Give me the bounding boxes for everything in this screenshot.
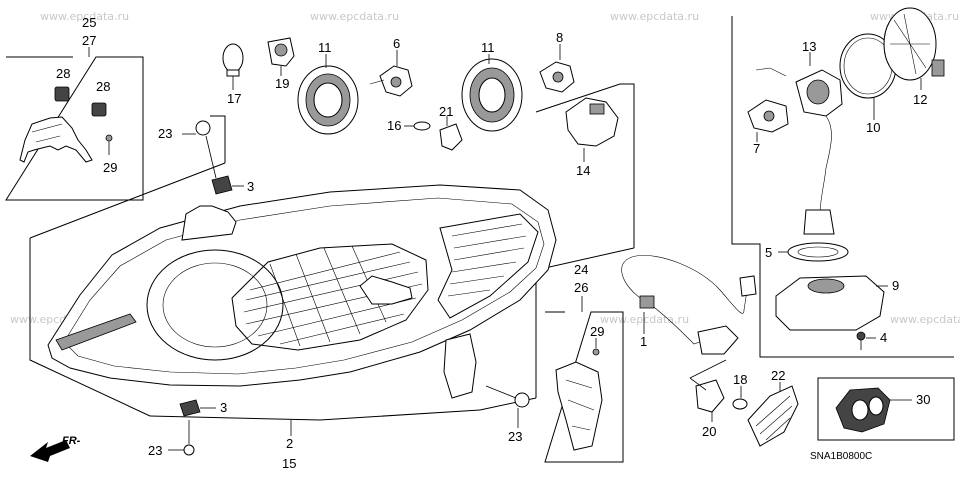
side-socket-20 bbox=[695, 379, 725, 422]
callout-20: 20 bbox=[702, 424, 716, 439]
callout-23: 23 bbox=[148, 443, 162, 458]
callout-6: 6 bbox=[393, 36, 400, 51]
callout-26: 26 bbox=[574, 280, 588, 295]
dust-cover-11b bbox=[461, 54, 523, 132]
bulb-6 bbox=[369, 50, 413, 97]
callout-24: 24 bbox=[574, 262, 588, 277]
callout-25: 25 bbox=[82, 15, 96, 30]
ballast-9 bbox=[775, 275, 888, 331]
callout-16: 16 bbox=[387, 118, 401, 133]
callout-28: 28 bbox=[96, 79, 110, 94]
callout-29: 29 bbox=[590, 324, 604, 339]
bracket-kit-2-part bbox=[555, 338, 603, 451]
clip-3b bbox=[179, 399, 216, 417]
side-marker-22 bbox=[747, 382, 799, 447]
bracket-kit-box bbox=[5, 47, 144, 201]
callout-15: 15 bbox=[282, 456, 296, 471]
part-30-box bbox=[817, 377, 955, 441]
callout-11: 11 bbox=[318, 40, 332, 55]
callout-4: 4 bbox=[880, 330, 887, 345]
callout-14: 14 bbox=[576, 163, 590, 178]
clip-28b bbox=[91, 102, 107, 117]
callout-7: 7 bbox=[753, 141, 760, 156]
screw-23b bbox=[168, 420, 195, 456]
callout-29: 29 bbox=[103, 160, 117, 175]
watermark: www.epcdata.ru bbox=[310, 10, 399, 23]
socket-21 bbox=[439, 116, 463, 151]
callout-17: 17 bbox=[227, 91, 241, 106]
bulb-16 bbox=[404, 121, 431, 131]
socket-19 bbox=[267, 37, 295, 76]
side-bulb-18 bbox=[732, 386, 748, 410]
callout-30: 30 bbox=[916, 392, 930, 407]
harness-1 bbox=[621, 255, 757, 355]
front-direction-arrow: FR- bbox=[30, 435, 81, 462]
bulb-8 bbox=[539, 44, 575, 93]
direction-label: FR- bbox=[62, 435, 81, 447]
leader-harness bbox=[689, 359, 727, 379]
callout-19: 19 bbox=[275, 76, 289, 91]
clip-28a bbox=[54, 86, 70, 102]
callout-12: 12 bbox=[913, 92, 927, 107]
callout-23: 23 bbox=[158, 126, 172, 141]
callout-5: 5 bbox=[765, 245, 772, 260]
watermark: www.epcdata.ru bbox=[600, 313, 689, 326]
clip-3a bbox=[211, 175, 244, 195]
screw-23c bbox=[485, 385, 530, 428]
leader-harness bbox=[689, 377, 707, 391]
callout-1: 1 bbox=[640, 334, 647, 349]
callout-10: 10 bbox=[866, 120, 880, 135]
callout-22: 22 bbox=[771, 368, 785, 383]
callout-labels: 25 27 28 28 29 17 19 11 6 11 8 21 16 23 … bbox=[56, 15, 930, 471]
callout-13: 13 bbox=[802, 39, 816, 54]
screw-23a bbox=[182, 120, 217, 179]
actuator-14 bbox=[565, 97, 619, 162]
screw-29a bbox=[105, 134, 113, 142]
bulb-7 bbox=[747, 99, 789, 142]
callout-2: 2 bbox=[286, 436, 293, 451]
callout-21: 21 bbox=[439, 104, 453, 119]
cap-12 bbox=[883, 7, 945, 90]
watermark: www.epcdata.ru bbox=[890, 313, 960, 326]
callout-23: 23 bbox=[508, 429, 522, 444]
gasket-5 bbox=[778, 209, 849, 262]
callout-11: 11 bbox=[481, 40, 495, 55]
callout-3: 3 bbox=[220, 400, 227, 415]
watermark: www.epcdata.ru bbox=[40, 10, 129, 23]
watermark: www.epcdata.ru bbox=[610, 10, 699, 23]
bracket-kit-part bbox=[19, 86, 113, 163]
screw-4 bbox=[856, 331, 876, 350]
callout-18: 18 bbox=[733, 372, 747, 387]
hid-box bbox=[731, 16, 954, 358]
callout-9: 9 bbox=[892, 278, 899, 293]
callout-3: 3 bbox=[247, 179, 254, 194]
headlight-assembly bbox=[47, 184, 557, 399]
callout-27: 27 bbox=[82, 33, 96, 48]
dust-cover-11a bbox=[297, 54, 359, 135]
diagram-code: SNA1B0800C bbox=[810, 451, 872, 462]
bulb-17 bbox=[222, 43, 244, 90]
bracket-kit-2-box bbox=[544, 296, 624, 463]
igniter-13 bbox=[755, 52, 843, 215]
callout-8: 8 bbox=[556, 30, 563, 45]
callout-28: 28 bbox=[56, 66, 70, 81]
